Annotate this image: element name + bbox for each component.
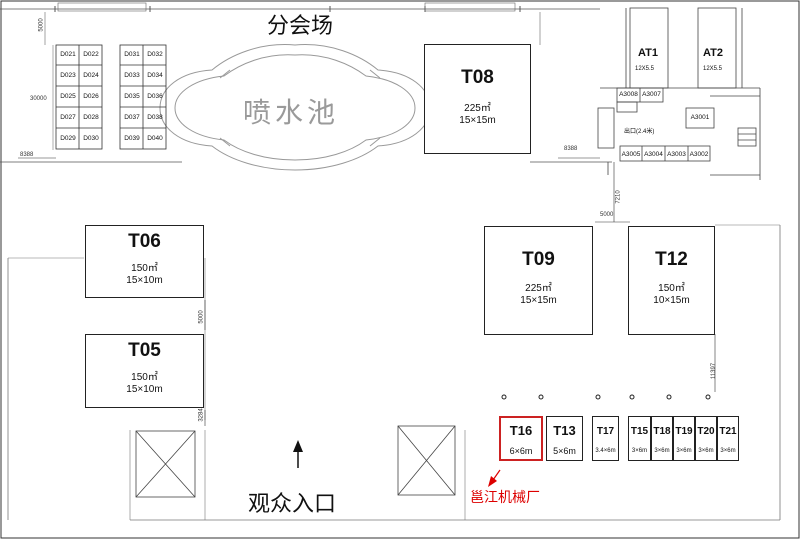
booth-code: T09 bbox=[522, 249, 555, 270]
d-grid-left-frame bbox=[55, 44, 103, 150]
column-right bbox=[397, 425, 456, 496]
entrance-label: 观众入口 bbox=[248, 492, 337, 517]
at-building bbox=[597, 7, 761, 180]
unit-a3005: A3005 bbox=[621, 151, 641, 158]
entrance-arrow bbox=[293, 440, 303, 468]
d-cell: D032 bbox=[147, 51, 163, 58]
booth-area: 225㎡ bbox=[525, 283, 552, 294]
booth-code: T16 bbox=[509, 423, 533, 438]
exhibitor-callout: 邕江机械厂 bbox=[470, 490, 540, 506]
booth-t08[interactable]: T08 225㎡ 15×15m bbox=[424, 44, 531, 154]
booth-t09[interactable]: T09 225㎡ 15×15m bbox=[484, 226, 593, 335]
booth-area: 150㎡ bbox=[658, 283, 685, 294]
fountain-shape bbox=[159, 44, 431, 171]
booth-at1-size: 12X5.5 bbox=[635, 66, 655, 72]
booth-size: 15×15m bbox=[520, 295, 557, 306]
d-cell: D036 bbox=[147, 93, 163, 100]
d-cell: D033 bbox=[124, 72, 140, 79]
d-cell: D038 bbox=[147, 114, 163, 121]
booth-t21[interactable]: T21 3×6m bbox=[717, 416, 739, 461]
booth-size: 15×10m bbox=[126, 384, 163, 395]
unit-a3001: A3001 bbox=[690, 114, 710, 121]
booth-size: 15×15m bbox=[459, 115, 496, 126]
d-cell: D026 bbox=[83, 93, 99, 100]
booth-code: T12 bbox=[655, 249, 688, 270]
booth-code: T13 bbox=[553, 423, 576, 438]
booth-area: 150㎡ bbox=[131, 372, 158, 383]
booth-at2-size: 12X5.5 bbox=[703, 66, 723, 72]
d-cell: D037 bbox=[124, 114, 140, 121]
booth-code: T08 bbox=[461, 67, 494, 88]
booth-code: T06 bbox=[128, 231, 161, 252]
d-cell: D028 bbox=[83, 114, 99, 121]
d-cell: D025 bbox=[60, 93, 76, 100]
booth-code: T18 bbox=[653, 426, 671, 437]
booth-code: T17 bbox=[596, 426, 615, 437]
booth-size: 5×6m bbox=[553, 446, 576, 456]
hall-title: 分会场 bbox=[267, 14, 334, 39]
d-cell: D040 bbox=[147, 135, 163, 142]
booth-size: 3×6m bbox=[676, 448, 692, 454]
booth-size: 3×6m bbox=[720, 448, 736, 454]
fountain-label: 喷水池 bbox=[243, 96, 340, 129]
d-grid-right-frame bbox=[119, 44, 167, 150]
d-cell: D029 bbox=[60, 135, 76, 142]
unit-a3003: A3003 bbox=[667, 151, 686, 158]
booth-t06[interactable]: T06 150㎡ 15×10m bbox=[85, 225, 204, 298]
booth-size: 10×15m bbox=[653, 295, 690, 306]
d-cell: D030 bbox=[83, 135, 99, 142]
d-cell: D022 bbox=[83, 51, 99, 58]
d-cell: D023 bbox=[60, 72, 76, 79]
dimension-label: 5000 bbox=[38, 18, 45, 32]
dimension-label: 5000 bbox=[198, 310, 205, 324]
booth-t12[interactable]: T12 150㎡ 10×15m bbox=[628, 226, 715, 335]
d-cell: D031 bbox=[124, 51, 140, 58]
booth-code: T05 bbox=[128, 340, 161, 361]
booth-size: 3×6m bbox=[654, 448, 670, 454]
d-cell: D035 bbox=[124, 93, 140, 100]
booth-area: 225㎡ bbox=[464, 103, 491, 114]
booth-area: 150㎡ bbox=[131, 263, 158, 274]
d-cell: D024 bbox=[83, 72, 99, 79]
column-left bbox=[135, 430, 196, 498]
d-cell: D021 bbox=[60, 51, 76, 58]
unit-a3002: A3002 bbox=[689, 151, 709, 158]
booth-code: T15 bbox=[630, 426, 649, 437]
booth-size: 3.4×6m bbox=[595, 448, 616, 454]
unit-a3004: A3004 bbox=[644, 151, 663, 158]
d-cell: D039 bbox=[124, 135, 140, 142]
dimension-label: 3284 bbox=[198, 408, 205, 422]
booth-t05[interactable]: T05 150㎡ 15×10m bbox=[85, 334, 204, 408]
dimension-label: 5000 bbox=[600, 212, 614, 218]
booth-code: T19 bbox=[675, 426, 693, 437]
booth-size: 3×6m bbox=[698, 448, 714, 454]
d-cell: D027 bbox=[60, 114, 76, 121]
d-cell: D034 bbox=[147, 72, 163, 79]
booth-t19[interactable]: T19 3×6m bbox=[673, 416, 695, 461]
booth-t16[interactable]: T16 6×6m bbox=[499, 416, 543, 461]
booth-t15[interactable]: T15 3×6m bbox=[628, 416, 651, 461]
booth-code: T20 bbox=[697, 426, 715, 437]
dimension-label: 30000 bbox=[30, 96, 47, 102]
booth-size: 6×6m bbox=[509, 446, 533, 456]
dimension-label: 8388 bbox=[564, 146, 578, 152]
dimension-label: 11397 bbox=[711, 362, 718, 380]
booth-t20[interactable]: T20 3×6m bbox=[695, 416, 717, 461]
booth-code: T21 bbox=[719, 426, 737, 437]
dimension-label: 7210 bbox=[615, 190, 622, 204]
booth-t18[interactable]: T18 3×6m bbox=[651, 416, 673, 461]
unit-a3007: A3007 bbox=[642, 91, 661, 98]
callout-arrow bbox=[488, 469, 501, 487]
exit-note: 出口(2.4米) bbox=[624, 129, 655, 135]
pillar-dots bbox=[501, 394, 711, 400]
booth-size: 3×6m bbox=[631, 448, 648, 454]
booth-t13[interactable]: T13 5×6m bbox=[546, 416, 583, 461]
booth-t17[interactable]: T17 3.4×6m bbox=[592, 416, 619, 461]
dimension-label: 8388 bbox=[20, 152, 34, 158]
booth-at1-code: AT1 bbox=[638, 47, 658, 59]
unit-a3008: A3008 bbox=[619, 91, 638, 98]
booth-size: 15×10m bbox=[126, 275, 163, 286]
booth-at2-code: AT2 bbox=[703, 47, 723, 59]
